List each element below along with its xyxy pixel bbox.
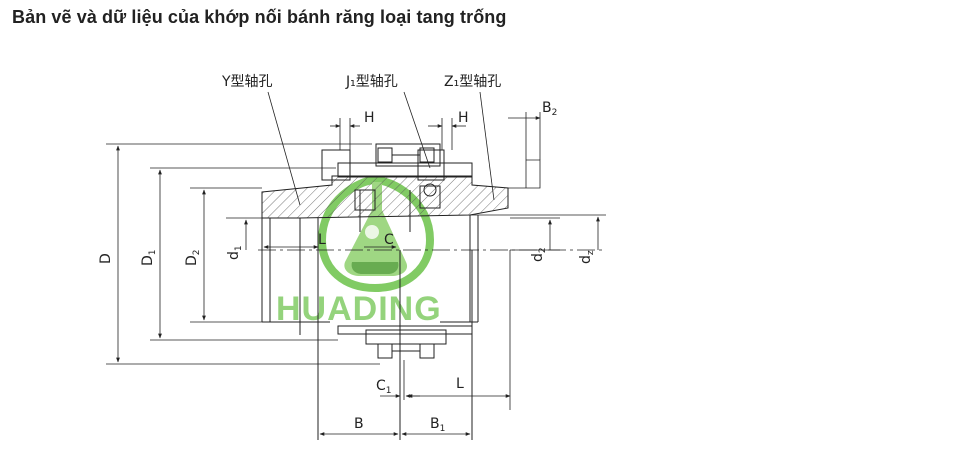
coupling-body [261, 143, 509, 440]
label-c-mid: C [384, 232, 394, 248]
label-d1-big: D1 [140, 249, 158, 266]
label-b-bottom: B [354, 416, 364, 432]
label-z1-hole: Z₁型轴孔 [444, 74, 501, 90]
label-y-hole: Y型轴孔 [221, 74, 273, 90]
label-dz-small: dz [578, 250, 596, 264]
label-h-right: H [458, 110, 469, 126]
label-d2-small: d2 [530, 247, 548, 262]
label-b1-bottom: B1 [430, 416, 445, 434]
page-title: Bản vẽ và dữ liệu của khớp nối bánh răng… [12, 7, 507, 27]
label-d2-big: D2 [184, 249, 202, 266]
dimension-lines [106, 91, 606, 436]
label-l-right: L [456, 376, 464, 392]
label-h-left: H [364, 110, 375, 126]
dimension-labels: Y型轴孔 J₁型轴孔 Z₁型轴孔 H H B2 D D1 D2 d1 d2 dz… [98, 74, 596, 434]
label-d1-small: d1 [226, 245, 244, 260]
label-l-left: L [318, 232, 326, 248]
label-c1: C1 [376, 378, 392, 396]
label-b2: B2 [542, 100, 557, 118]
label-j1-hole: J₁型轴孔 [345, 74, 398, 90]
huading-watermark: HUADING [276, 175, 441, 328]
label-d-big: D [98, 253, 114, 264]
